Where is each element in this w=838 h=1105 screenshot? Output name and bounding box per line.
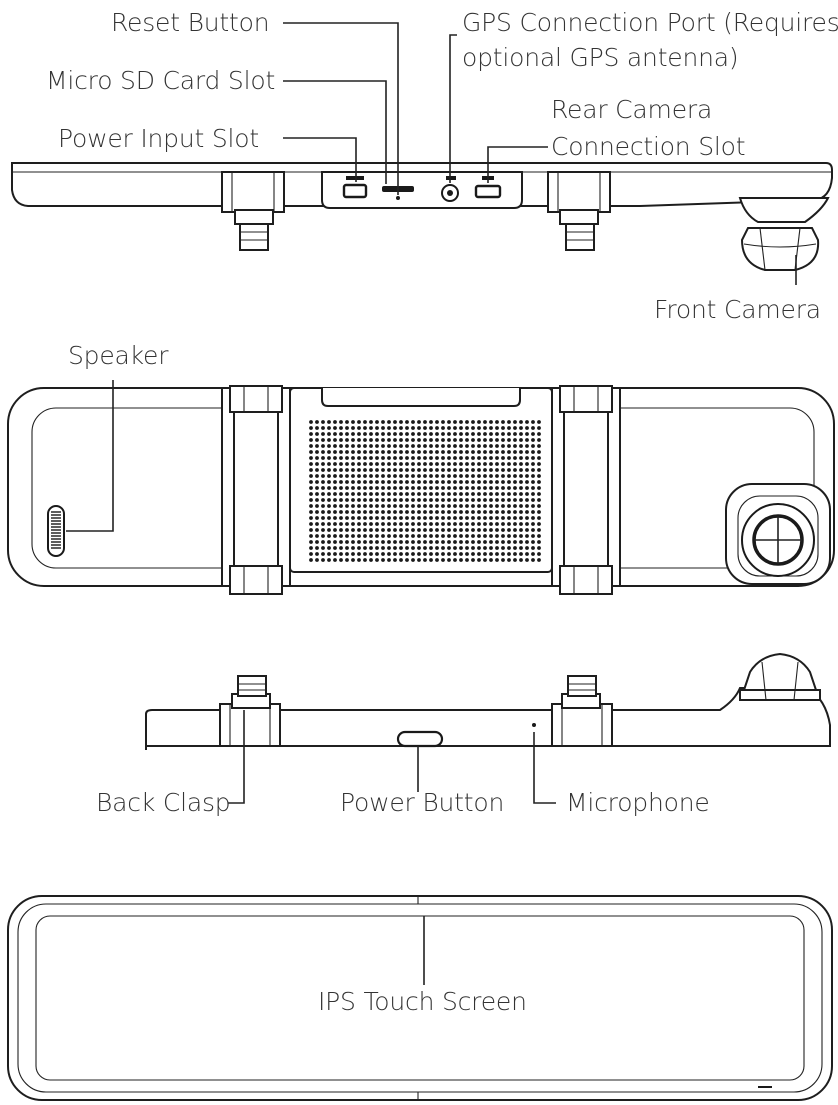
- front-view: IPS Touch Screen: [7, 895, 833, 1101]
- label-power-button: Power Button: [340, 788, 504, 817]
- clasp-left-bottom: [219, 675, 281, 747]
- label-gps-port-1: GPS Connection Port (Requires: [462, 8, 838, 37]
- label-reset-button: Reset Button: [111, 8, 269, 37]
- clasp-left-top: [221, 171, 285, 251]
- label-gps-port-2: optional GPS antenna): [462, 43, 738, 72]
- label-speaker: Speaker: [68, 341, 169, 370]
- ips-touch-screen: [35, 915, 805, 1081]
- back-view: Speaker: [7, 341, 835, 595]
- label-front-camera: Front Camera: [654, 295, 821, 324]
- front-camera-top: [738, 197, 830, 271]
- port-panel: [321, 171, 523, 209]
- label-rear-camera-2: Connection Slot: [551, 132, 745, 161]
- label-microphone: Microphone: [566, 788, 710, 817]
- power-input-port: [342, 183, 368, 199]
- microphone: [532, 723, 536, 727]
- bottom-view: Back Clasp Power Button Microphone: [96, 652, 831, 817]
- label-power-input: Power Input Slot: [58, 124, 259, 153]
- front-camera-bottom: [739, 652, 821, 701]
- reset-button: [396, 196, 400, 200]
- power-button: [396, 730, 444, 748]
- label-micro-sd: Micro SD Card Slot: [46, 66, 275, 95]
- clasp-right-back: [551, 385, 621, 595]
- front-camera-back: [725, 483, 831, 585]
- speaker-grille: [309, 420, 541, 562]
- label-back-clasp: Back Clasp: [96, 788, 230, 817]
- label-ips-screen: IPS Touch Screen: [318, 987, 527, 1016]
- top-view: Reset Button Micro SD Card Slot Power In…: [11, 8, 838, 324]
- clasp-right-top: [547, 171, 611, 251]
- clasp-left-back: [221, 385, 291, 595]
- label-rear-camera-1: Rear Camera: [551, 95, 712, 124]
- rear-camera-port: [474, 184, 502, 199]
- clasp-right-bottom: [551, 675, 613, 747]
